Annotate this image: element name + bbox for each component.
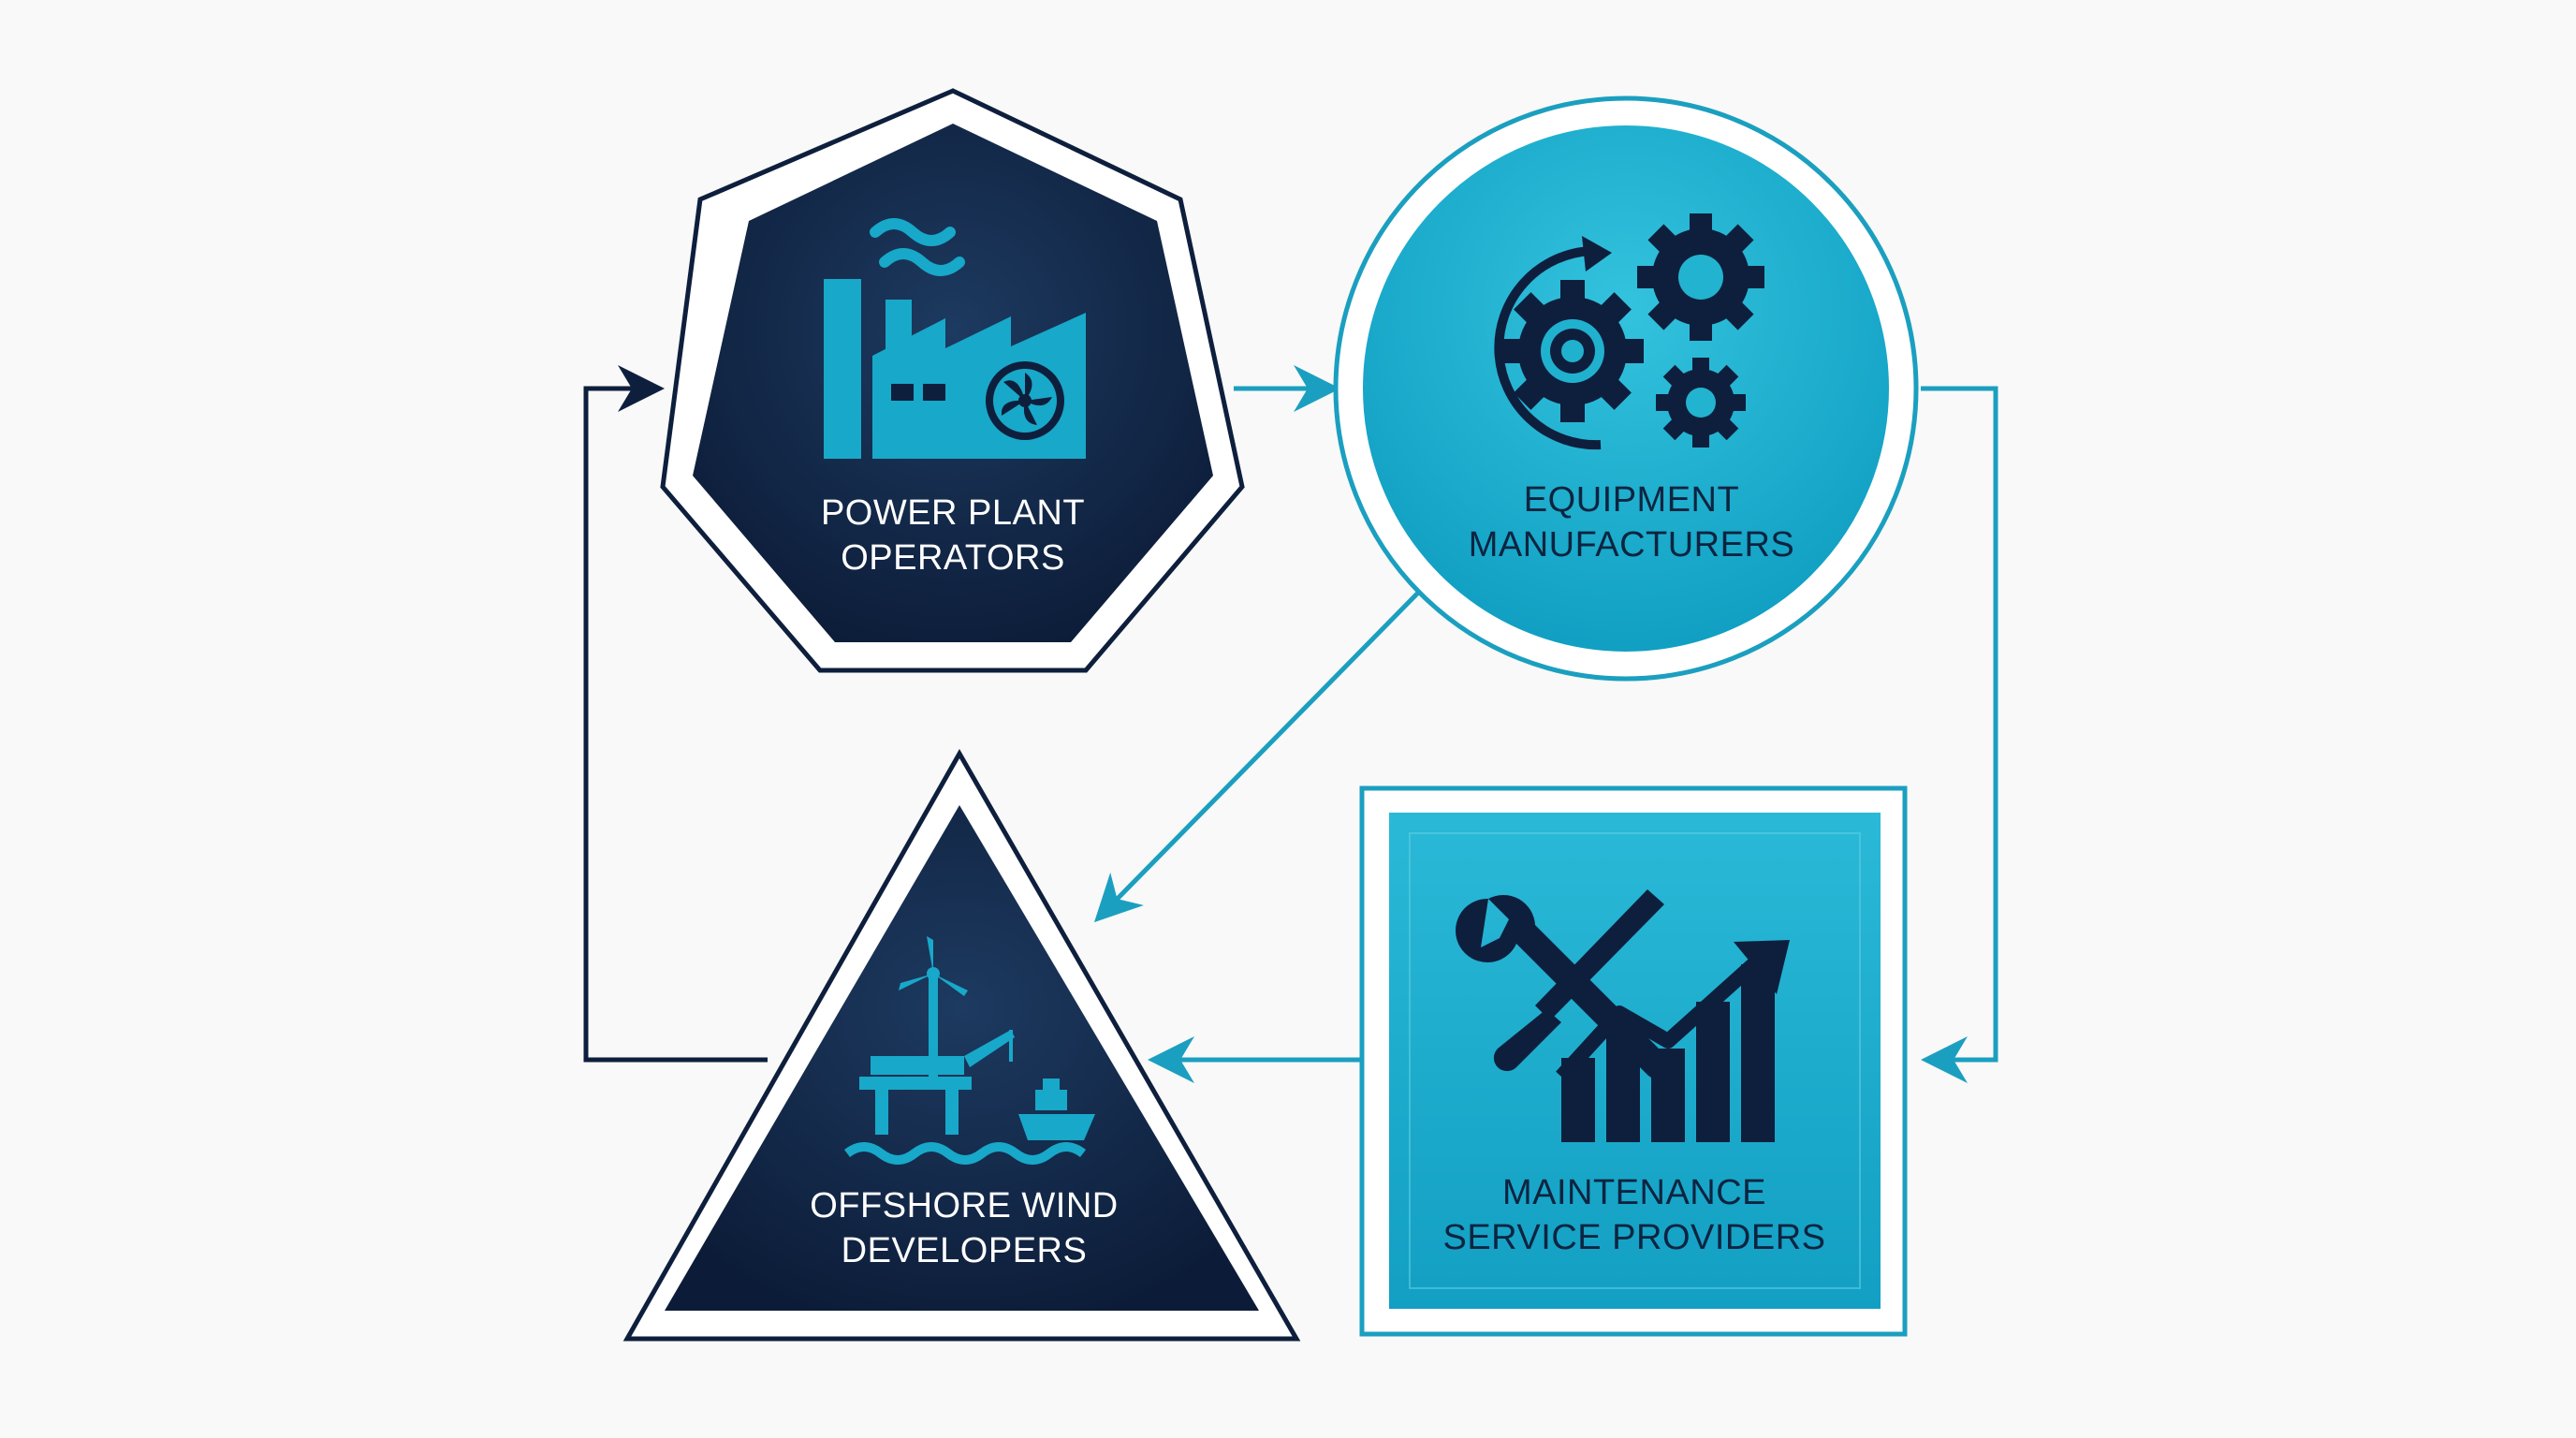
tools-growth-icon — [1456, 889, 1790, 1142]
square-inner-outline — [1409, 832, 1861, 1289]
maintenance-label-line2: SERVICE PROVIDERS — [1442, 1218, 1825, 1257]
node-power-plant-operators[interactable]: POWER PLANT OPERATORS — [660, 88, 1245, 673]
node-equipment-manufacturers[interactable]: EQUIPMENT MANUFACTURERS — [1333, 95, 1919, 682]
connector-offshore-to-power-plant — [583, 365, 768, 1063]
power-plant-label-line1: POWER PLANT — [821, 493, 1085, 533]
factory-icon — [824, 218, 1086, 459]
equipment-label-line1: EQUIPMENT — [1524, 480, 1739, 520]
gears-icon — [1494, 213, 1764, 450]
connectors — [583, 365, 1998, 1083]
node-offshore-wind-developers[interactable]: OFFSHORE WIND DEVELOPERS — [622, 748, 1301, 1342]
power-plant-label-line2: OPERATORS — [841, 538, 1065, 578]
offshore-label-line2: DEVELOPERS — [842, 1231, 1088, 1270]
offshore-wind-icon — [843, 936, 1095, 1165]
maintenance-label-line1: MAINTENANCE — [1502, 1173, 1766, 1212]
connector-equipment-to-offshore — [1093, 586, 1425, 923]
offshore-label-line1: OFFSHORE WIND — [810, 1186, 1118, 1225]
equipment-label-line2: MANUFACTURERS — [1469, 525, 1795, 565]
connector-equipment-to-maintenance — [1921, 386, 1998, 1083]
node-maintenance-service-providers[interactable]: MAINTENANCE SERVICE PROVIDERS — [1359, 785, 1908, 1337]
